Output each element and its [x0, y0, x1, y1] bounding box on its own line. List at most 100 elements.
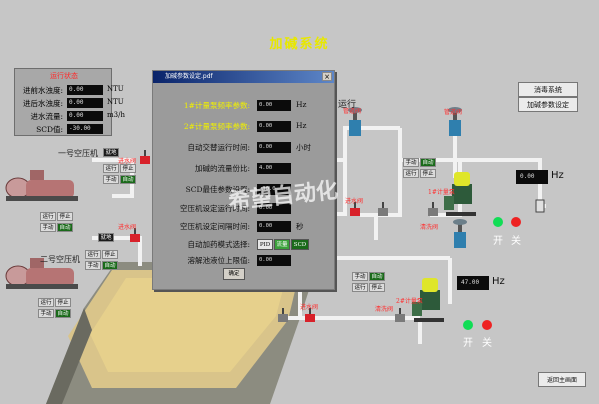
param-label: 2#计量泵频率参数: [183, 122, 250, 131]
dialog-title: 加碱参数设定.pdf [153, 71, 334, 83]
pump-label: 2#计量泵 [396, 298, 423, 305]
compressor-1-run-button[interactable]: 运行 [40, 212, 56, 221]
pump-2-frequency-display: 47.00 [457, 276, 489, 290]
metering-pump-2 [412, 278, 444, 322]
param-row: 1#计量泵频率参数: 0.00 Hz [153, 100, 334, 114]
compressor-1-auto-button[interactable]: 自动 [120, 175, 136, 184]
compressor-1-manual-mode[interactable]: 手动 [40, 223, 56, 232]
compressor-2-auto-button[interactable]: 自动 [102, 261, 118, 270]
valve-label: 进水阀 [345, 198, 364, 205]
param-unit: 秒 [296, 222, 304, 231]
info-unit: NTU [107, 85, 124, 93]
valve-label: 清洗阀 [375, 306, 394, 313]
alkali-params-dialog: 加碱参数设定.pdf × 1#计量泵频率参数: 0.00 Hz 2#计量泵频率参… [152, 70, 335, 290]
param-input[interactable]: 0.00 [257, 142, 291, 153]
valve-label: 清洗阀 [420, 224, 439, 231]
valve-label: 管道阀 [343, 108, 362, 115]
param-input[interactable]: 4.00 [257, 163, 291, 174]
status-panel-title: 运行状态 [50, 72, 78, 80]
param-input[interactable]: -30.0 [257, 184, 291, 195]
param-label: 自动交替运行时间: [187, 143, 250, 152]
compressor-1-stop-button[interactable]: 停止 [57, 212, 73, 221]
valve-label: 进水阀 [300, 304, 319, 311]
dialog-body: 1#计量泵频率参数: 0.00 Hz 2#计量泵频率参数: 0.00 Hz 自动… [153, 83, 334, 289]
status-panel: 运行状态 进前水浊度: 0.00 NTU 进后水浊度: 0.00 NTU 进水流… [14, 68, 125, 136]
info-label: SCD值: [36, 125, 63, 134]
pump-1-manual-button[interactable]: 手动 [403, 158, 419, 167]
pump-1-stop-indicator: 停止 [420, 169, 436, 178]
metering-pump-1 [444, 172, 476, 216]
off-label: 关 [482, 338, 492, 349]
valves [130, 107, 545, 322]
param-unit: Hz [296, 121, 307, 130]
info-label: 进前水浊度: [22, 86, 63, 95]
run-text: 运行 [338, 100, 357, 110]
info-value: 0.00 [67, 111, 103, 121]
compressor-2 [5, 258, 78, 289]
param-label: SCD最佳参数设置: [185, 185, 250, 194]
param-input[interactable]: 0.00 [257, 100, 291, 111]
pump-1-run-indicator: 运行 [403, 169, 419, 178]
param-row: 空压机设定间隔时间: 0.00 秒 [153, 221, 334, 235]
param-label: 空压机设定运行时间: [179, 204, 250, 213]
param-row: 2#计量泵频率参数: 0.00 Hz [153, 121, 334, 135]
pump-1-hz-unit: Hz [551, 170, 564, 181]
info-row: SCD值: -30.00 [15, 124, 145, 136]
mode-scd-button[interactable]: SCD [291, 239, 309, 250]
compressor-2-manual-mode[interactable]: 手动 [38, 309, 54, 318]
param-row: 溶解池液位上限值: 0.00 [153, 255, 334, 269]
param-input[interactable]: 0.00 [257, 221, 291, 232]
param-label: 空压机设定间隔时间: [179, 222, 250, 231]
compressor-2-auto-mode[interactable]: 自动 [55, 309, 71, 318]
compressor-2-run-indicator: 运行 [85, 250, 101, 259]
dissolve-tank [46, 262, 318, 404]
pump-1-auto-button[interactable]: 自动 [420, 158, 436, 167]
param-row: SCD最佳参数设置: -30.0 [153, 184, 334, 198]
info-label: 进水流量: [30, 112, 63, 121]
confirm-button[interactable]: 确定 [223, 268, 245, 280]
valve-label: 管道阀 [444, 109, 463, 116]
info-value: 0.00 [67, 85, 103, 95]
param-unit: 小时 [296, 143, 311, 152]
disinfect-system-button[interactable]: 消毒系统 [518, 82, 578, 97]
pump-label: 1#计量泵 [428, 189, 455, 196]
param-input[interactable]: 0.00 [257, 203, 291, 214]
param-unit: Hz [296, 100, 307, 109]
pump-2-manual-button[interactable]: 手动 [352, 272, 368, 281]
close-icon[interactable]: × [322, 72, 332, 81]
param-input[interactable]: 0.00 [257, 255, 291, 266]
mode-flow-button[interactable]: 流量 [274, 239, 290, 250]
compressor-1-auto-mode[interactable]: 自动 [57, 223, 73, 232]
param-label: 自动加药模式选择: [187, 240, 250, 249]
on-label: 开 [493, 236, 503, 247]
pump-2-stop-indicator: 停止 [369, 283, 385, 292]
param-input[interactable]: 0.00 [257, 121, 291, 132]
on-label: 开 [463, 338, 473, 349]
compressor-1-stop-indicator: 停止 [120, 164, 136, 173]
param-row: 加碱的流量份比: 4.00 [153, 163, 334, 177]
mode-pid-button[interactable]: PID [257, 239, 273, 250]
compressor-1-manual-button[interactable]: 手动 [103, 175, 119, 184]
info-row: 进后水浊度: 0.00 NTU [15, 98, 145, 110]
compressor-2-run-button[interactable]: 运行 [38, 298, 54, 307]
info-unit: NTU [107, 98, 124, 106]
compressor-1-local-button[interactable]: 就地 [103, 148, 119, 157]
param-label: 加碱的流量份比: [194, 164, 250, 173]
compressor-2-local-button[interactable]: 就地 [98, 233, 114, 242]
info-row: 进水流量: 0.00 m3/h [15, 111, 145, 123]
compressor-2-name: 二号空压机 [40, 255, 80, 264]
info-label: 进后水浊度: [22, 99, 63, 108]
alkali-params-button[interactable]: 加碱参数设定 [518, 97, 578, 112]
compressor-1-name: 一号空压机 [58, 149, 98, 158]
compressor-1 [5, 170, 78, 201]
compressor-1-run-indicator: 运行 [103, 164, 119, 173]
compressor-2-stop-button[interactable]: 停止 [55, 298, 71, 307]
param-label: 溶解池液位上限值: [187, 256, 250, 265]
pump-2-hz-unit: Hz [492, 276, 505, 287]
pump-2-run-indicator: 运行 [352, 283, 368, 292]
compressor-2-manual-button[interactable]: 手动 [85, 261, 101, 270]
page-title: 加碱系统 [269, 37, 330, 52]
back-to-main-button[interactable]: 返回主画面 [538, 372, 586, 387]
info-unit: m3/h [107, 111, 125, 119]
pump-2-auto-button[interactable]: 自动 [369, 272, 385, 281]
